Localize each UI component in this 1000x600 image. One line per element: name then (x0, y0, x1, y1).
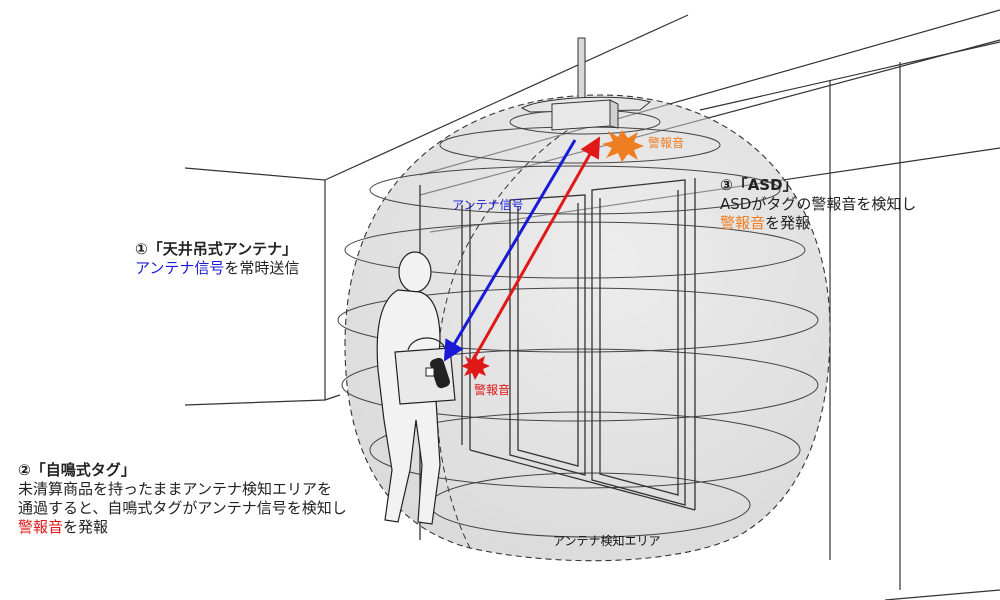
asd-callout: ③「ASD」 ASDがタグの警報音を検知し 警報音を発報 (720, 176, 916, 233)
asd-callout-line2: 警報音を発報 (720, 214, 811, 232)
antenna-callout: ①「天井吊式アンテナ」 アンテナ信号を常時送信 (135, 240, 299, 278)
asd-callout-number: ③ (720, 176, 733, 194)
alarm-tag-icon (425, 357, 450, 389)
tag-callout-line1: 未清算商品を持ったままアンテナ検知エリアを (18, 480, 332, 498)
antenna-signal-label: アンテナ信号 (452, 198, 524, 212)
orange-burst-icon (602, 130, 644, 162)
asd-callout-line1: ASDがタグの警報音を検知し (720, 195, 917, 213)
antenna-callout-body: アンテナ信号を常時送信 (135, 259, 300, 277)
tag-callout-line2: 通過すると、自鳴式タグがアンテナ信号を検知し (18, 499, 347, 517)
antenna-signal-arrow (443, 139, 577, 362)
antenna-callout-number: ① (135, 240, 148, 258)
alarm-sound-arrow (470, 136, 601, 363)
asd-callout-title: ③「ASD」 (720, 176, 798, 194)
tag-alarm-label: 警報音 (474, 382, 510, 397)
tag-callout-title: ②「自鳴式タグ」 (18, 461, 136, 479)
red-burst-icon (461, 354, 490, 380)
ceiling-antenna-icon (520, 37, 652, 131)
tag-callout-line3: 警報音を発報 (18, 518, 109, 536)
tag-callout-number: ② (18, 461, 31, 479)
detection-area-dome (337, 94, 831, 562)
antenna-callout-title: ①「天井吊式アンテナ」 (135, 240, 298, 258)
asd-alarm-label: 警報音 (648, 135, 684, 150)
detection-area-label: アンテナ検知エリア (553, 534, 661, 548)
tag-callout: ②「自鳴式タグ」 未清算商品を持ったままアンテナ検知エリアを 通過すると、自鳴式… (18, 461, 347, 537)
